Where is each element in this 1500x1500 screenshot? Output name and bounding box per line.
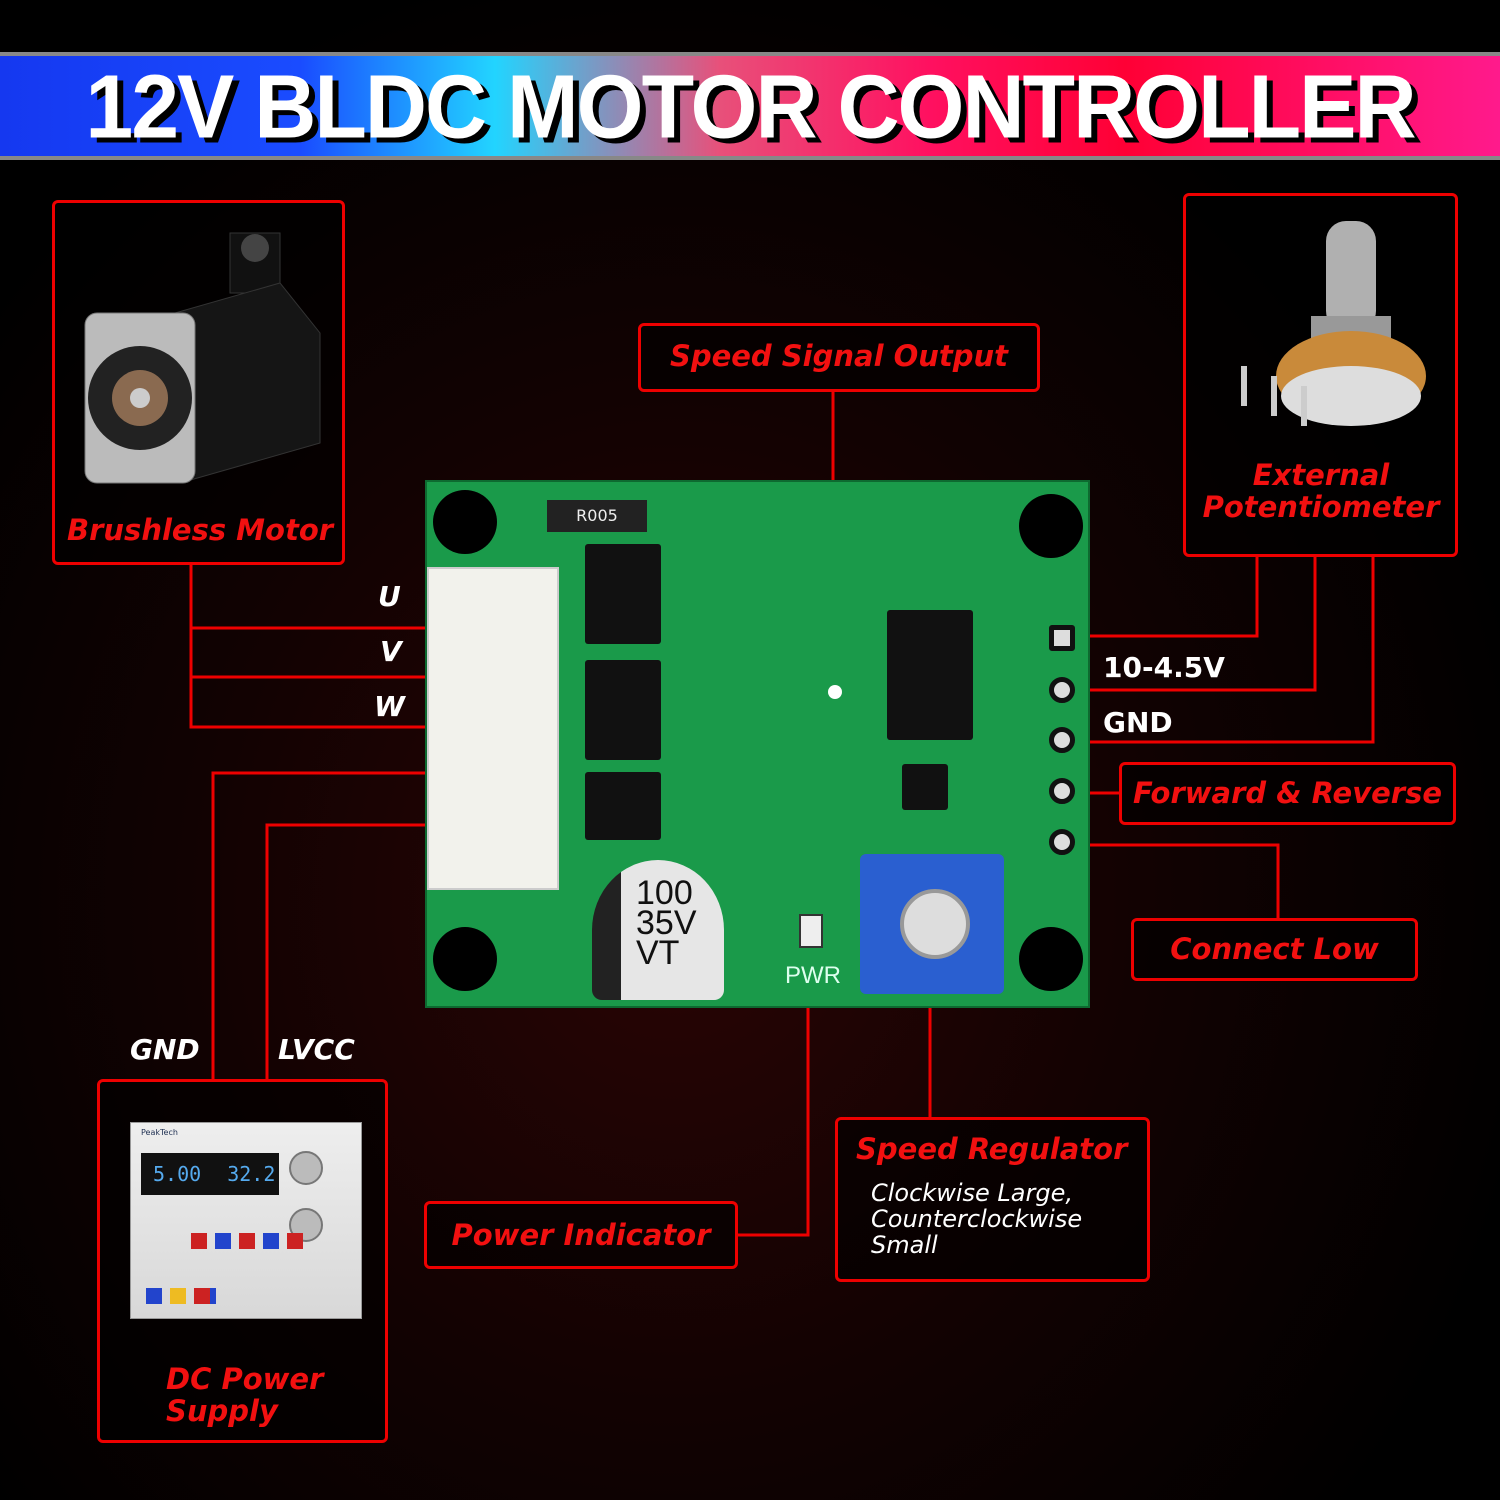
wire-label-gnd-left: GND: [130, 1033, 200, 1066]
wire-connect-low: [1075, 843, 1280, 918]
speed-signal-output-box: Speed Signal Output: [638, 323, 1040, 392]
voltage-knob: [289, 1151, 323, 1185]
connect-low-box: Connect Low: [1131, 918, 1418, 981]
wire-label-u: U: [378, 580, 401, 613]
wire-w: [189, 628, 470, 729]
header-pin: [1049, 829, 1075, 855]
output-terminals: [191, 1233, 311, 1249]
capacitor-series: VT: [636, 934, 680, 972]
wire-pot-3: [1075, 557, 1375, 744]
potentiometer-knob[interactable]: [900, 889, 970, 959]
header-pin: [1049, 778, 1075, 804]
motor-power-connector: [427, 567, 559, 890]
speed-regulator-desc-2: Counterclockwise: [871, 1205, 1083, 1233]
driver-chip: [585, 772, 661, 840]
electrolytic-capacitor: 100 35V VT: [592, 860, 724, 1000]
speed-regulator-desc-1: Clockwise Large,: [871, 1179, 1073, 1207]
dc-power-label-line1: DC Power: [166, 1362, 324, 1396]
mount-hole: [433, 927, 497, 991]
mount-hole: [1019, 494, 1083, 558]
title-banner: [0, 52, 1500, 160]
speed-regulator-box: Speed Regulator Clockwise Large, Counter…: [835, 1117, 1150, 1282]
controller-board: R005 100 35V VT PWR: [425, 480, 1090, 1008]
wire-gnd-left: [211, 771, 470, 1079]
power-supply-brand: PeakTech: [141, 1128, 178, 1137]
driver-chip: [585, 544, 661, 644]
capacitor-voltage: 35V: [636, 904, 697, 942]
power-indicator-box: Power Indicator: [424, 1201, 738, 1269]
speed-signal-output-label: Speed Signal Output: [669, 339, 1009, 373]
motor-callout-box: Brushless Motor: [52, 200, 345, 565]
wire-lvcc: [265, 823, 470, 1079]
shunt-resistor: R005: [547, 500, 647, 532]
controller-ic: [887, 610, 973, 740]
brushless-motor-image: [84, 232, 321, 484]
page-title: 12V BLDC MOTOR CONTROLLER: [85, 56, 1416, 158]
potentiometer-label-line2: Potentiometer: [1202, 490, 1440, 524]
potentiometer-callout-box: External Potentiometer: [1183, 193, 1458, 557]
power-supply-callout-box: PeakTech 5.00 32.2 DC Power Supply: [97, 1079, 388, 1443]
speed-regulator-title: Speed Regulator: [856, 1132, 1128, 1166]
mount-hole: [1019, 927, 1083, 991]
potentiometer-label-line1: External: [1252, 458, 1390, 492]
brushless-motor-label: Brushless Motor: [67, 513, 334, 547]
wire-label-v: V: [380, 635, 402, 668]
mount-hole: [433, 490, 497, 554]
power-indicator-label: Power Indicator: [451, 1218, 711, 1252]
wire-pot-1: [1075, 557, 1259, 638]
header-pin: [1049, 727, 1075, 753]
wire-label-range: 10-4.5V: [1103, 651, 1225, 684]
speed-regulator-desc-3: Small: [871, 1231, 938, 1259]
speed-potentiometer[interactable]: [860, 854, 1004, 994]
current-readout: 5.00: [153, 1162, 202, 1186]
wire-label-gnd-right: GND: [1103, 706, 1173, 739]
wire-power-indicator: [738, 940, 810, 1237]
driver-chip: [585, 660, 661, 760]
forward-reverse-label: Forward & Reverse: [1132, 776, 1443, 810]
wire-label-lvcc: LVCC: [278, 1033, 355, 1066]
dc-power-supply-image: PeakTech 5.00 32.2: [130, 1122, 362, 1319]
voltage-readout: 32.2: [227, 1162, 276, 1186]
wire-label-w: W: [374, 690, 405, 723]
dc-power-label-line2: Supply: [166, 1394, 278, 1428]
header-pin: [1049, 625, 1075, 651]
power-led: [799, 914, 823, 948]
capacitor-value: 100: [636, 874, 693, 912]
wire-pot-2: [1075, 557, 1317, 692]
external-potentiometer-image: [1241, 221, 1426, 426]
forward-reverse-box: Forward & Reverse: [1119, 762, 1456, 825]
header-pin: [1049, 677, 1075, 703]
speed-signal-pad: [828, 685, 842, 699]
regulator-chip: [902, 764, 948, 810]
connect-low-label: Connect Low: [1170, 932, 1379, 966]
pwr-silkscreen: PWR: [785, 962, 841, 989]
main-terminals: [146, 1288, 216, 1304]
